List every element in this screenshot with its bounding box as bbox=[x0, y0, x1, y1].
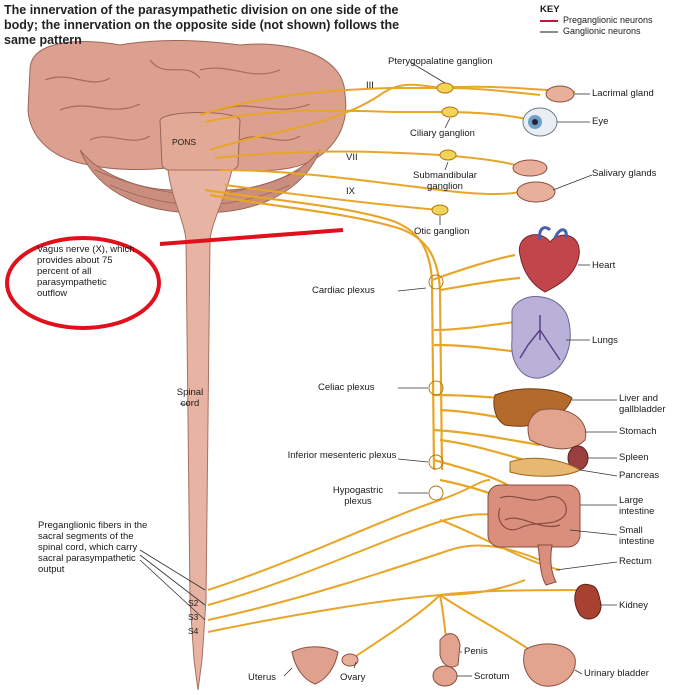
kidney bbox=[575, 584, 601, 619]
label-hypogastric: Hypogastric plexus bbox=[318, 485, 398, 507]
label-cn3: III bbox=[366, 80, 374, 91]
penis bbox=[440, 634, 460, 667]
label-ovary: Ovary bbox=[340, 672, 365, 683]
label-scrotum: Scrotum bbox=[474, 671, 509, 682]
key-legend: KEY Preganglionic neurons Ganglionic neu… bbox=[540, 4, 653, 37]
salivary-glands bbox=[513, 160, 555, 202]
label-cardiac-plexus: Cardiac plexus bbox=[312, 285, 375, 296]
uterus bbox=[292, 647, 338, 684]
label-inferior-mesenteric: Inferior mesenteric plexus bbox=[286, 450, 398, 461]
label-kidney: Kidney bbox=[619, 600, 648, 611]
diagram-title: The innervation of the parasympathetic d… bbox=[4, 3, 404, 48]
label-ciliary: Ciliary ganglion bbox=[410, 128, 475, 139]
label-salivary: Salivary glands bbox=[592, 168, 656, 179]
ganglionic-swatch bbox=[540, 31, 558, 33]
lungs bbox=[512, 297, 570, 379]
label-large-intestine: Large intestine bbox=[619, 495, 674, 517]
label-penis: Penis bbox=[464, 646, 488, 657]
label-lungs: Lungs bbox=[592, 335, 618, 346]
label-lacrimal: Lacrimal gland bbox=[592, 88, 654, 99]
label-spleen: Spleen bbox=[619, 452, 649, 463]
key-item-preganglionic: Preganglionic neurons bbox=[540, 15, 653, 26]
preganglionic-swatch bbox=[540, 20, 558, 22]
urinary-bladder bbox=[524, 644, 576, 686]
label-heart: Heart bbox=[592, 260, 615, 271]
key-item-ganglionic: Ganglionic neurons bbox=[540, 26, 653, 37]
key-label-ganglionic: Ganglionic neurons bbox=[563, 26, 641, 37]
eye bbox=[523, 108, 557, 136]
label-stomach: Stomach bbox=[619, 426, 657, 437]
rectum bbox=[538, 545, 556, 585]
lacrimal-gland bbox=[546, 86, 574, 102]
label-otic: Otic ganglion bbox=[414, 226, 469, 237]
label-s3: S3 bbox=[188, 612, 198, 623]
scrotum bbox=[433, 666, 457, 686]
intestines bbox=[488, 485, 580, 547]
label-preganglionic-sacral: Preganglionic fibers in the sacral segme… bbox=[38, 520, 150, 575]
label-cn9: IX bbox=[346, 186, 355, 197]
label-pterygopalatine: Pterygopalatine ganglion bbox=[388, 56, 493, 67]
label-small-intestine: Small intestine bbox=[619, 525, 674, 547]
label-eye: Eye bbox=[592, 116, 608, 127]
label-urinary-bladder: Urinary bladder bbox=[584, 668, 649, 679]
heart bbox=[519, 235, 579, 292]
label-s2: S2 bbox=[188, 598, 198, 609]
label-cn7: VII bbox=[346, 152, 358, 163]
label-s4: S4 bbox=[188, 626, 198, 637]
label-pancreas: Pancreas bbox=[619, 470, 659, 481]
label-vagus: Vagus nerve (X), which provides about 75… bbox=[37, 244, 137, 299]
key-title: KEY bbox=[540, 4, 653, 15]
label-spinal-cord: Spinal cord bbox=[170, 387, 210, 409]
label-celiac-plexus: Celiac plexus bbox=[318, 382, 375, 393]
key-label-preganglionic: Preganglionic neurons bbox=[563, 15, 653, 26]
label-pons: PONS bbox=[172, 137, 196, 148]
label-rectum: Rectum bbox=[619, 556, 652, 567]
stomach bbox=[528, 409, 586, 449]
label-submandibular: Submandibular ganglion bbox=[405, 170, 485, 192]
label-uterus: Uterus bbox=[248, 672, 276, 683]
label-liver: Liver and gallbladder bbox=[619, 393, 677, 415]
spinal-cord bbox=[168, 170, 232, 690]
